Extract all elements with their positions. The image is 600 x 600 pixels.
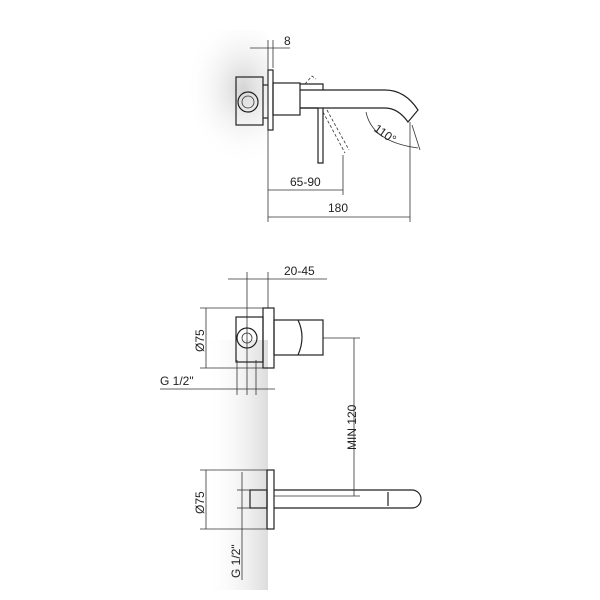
spout-front — [274, 489, 422, 509]
wall-shadow — [170, 30, 268, 590]
dim-plate-upper-label: Ø75 — [193, 329, 207, 352]
valve-cartridge — [237, 91, 259, 113]
lever-alt-position — [322, 109, 350, 154]
inlet-stub — [249, 489, 268, 509]
front-view: 20-45 Ø75 G 1/2" MIN 120 Ø75 G 1/2" — [160, 264, 422, 580]
thread-upper-label: G 1/2" — [160, 374, 194, 388]
thread-lower-label: G 1/2" — [229, 544, 243, 578]
dim-lever-label: 65-90 — [290, 175, 321, 189]
handle-base — [272, 82, 301, 116]
dim-plate-label: 8 — [284, 34, 291, 48]
valve-body — [235, 76, 264, 126]
dim-spacing-label: MIN 120 — [345, 404, 359, 450]
wall-plate — [267, 69, 274, 131]
wall-plate-lower — [266, 469, 275, 530]
angle-arc — [365, 111, 419, 149]
handle-body — [273, 319, 324, 356]
dim-total-label: 180 — [328, 201, 348, 215]
dim-depth-label: 20-45 — [284, 264, 315, 278]
dim-plate-lower-label: Ø75 — [193, 491, 207, 514]
spout — [300, 89, 419, 123]
top-view: 8 65-90 180 110° — [235, 34, 421, 222]
